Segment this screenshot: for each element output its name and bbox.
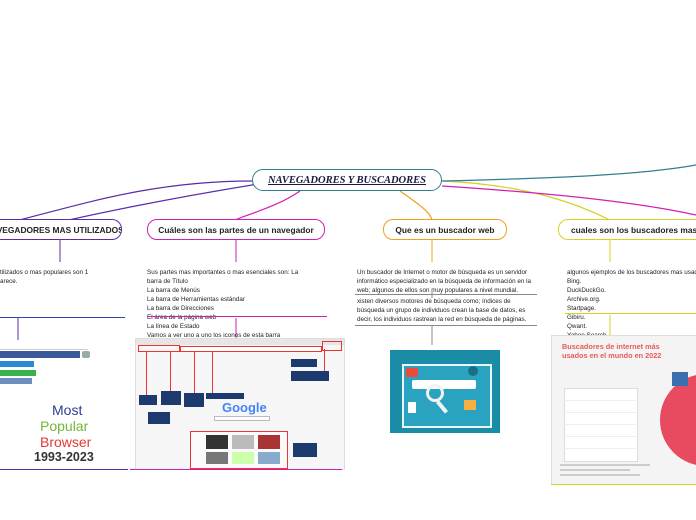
callout-5 — [291, 359, 317, 367]
topic-browser-parts[interactable]: Cuáles son las partes de un navegador — [147, 219, 325, 240]
search-engine-illustration — [390, 350, 500, 433]
chart-image-footnote-2 — [560, 469, 630, 471]
chart-image-row-5 — [564, 448, 636, 449]
topic3-underline-2 — [355, 325, 537, 327]
callout-6 — [291, 371, 329, 381]
bar-firefox — [0, 378, 32, 384]
callout-8 — [293, 443, 317, 457]
topic-label: AVEGADORES MAS UTILIZADOS — [0, 224, 122, 235]
chart-image-row-4 — [564, 436, 636, 437]
callout-2 — [161, 391, 181, 405]
page-thumb-3 — [258, 435, 280, 449]
central-topic[interactable]: NAVEGADORES Y BUSCADORES — [252, 169, 442, 191]
search-engines-chart-image: Buscadores de internet más usados en el … — [551, 335, 696, 485]
topic3-underline — [355, 294, 537, 296]
browser-parts-screenshot: Google — [135, 338, 345, 470]
google-logo: Google — [222, 400, 267, 415]
chart-image-pie — [660, 374, 696, 466]
callout-leader-3 — [194, 351, 195, 393]
topic2-underline — [147, 316, 327, 318]
branch-topic3 — [399, 190, 433, 221]
callout-leader-4 — [212, 351, 213, 393]
callout-4 — [206, 393, 244, 399]
topic4-image-underline — [551, 484, 696, 486]
chart-image-pie-slice — [672, 372, 688, 386]
page-thumb-5 — [232, 452, 254, 464]
page-thumb-4 — [206, 452, 228, 464]
document-icon — [408, 402, 416, 413]
chart-image-title-2: usados en el mundo en 2022 — [562, 351, 662, 360]
topic4-underline — [565, 313, 696, 315]
bar-edge — [0, 370, 36, 376]
branch-topic1-b — [59, 183, 259, 223]
topic3-text: Un buscador de Internet o motor de búsqu… — [357, 269, 531, 294]
tab-highlight — [138, 345, 180, 352]
address-bar — [180, 346, 322, 352]
topic2-text: Sus partes mas importantes o mas esencia… — [147, 269, 299, 339]
browser-title-browser: Browser — [40, 434, 92, 450]
callout-leader-2 — [170, 351, 171, 391]
topic-most-used-search-engines[interactable]: cuales son los buscadores mas usados — [558, 219, 696, 240]
chart-track — [0, 349, 88, 350]
topic1-underline — [0, 317, 125, 319]
branch-topic4 — [441, 180, 611, 221]
window-titlebar — [136, 339, 344, 345]
chart-image-footnote-3 — [560, 474, 640, 476]
branch-right — [441, 164, 696, 182]
bar-safari — [0, 361, 34, 367]
topic-label: Cuáles son las partes de un navegador — [158, 224, 314, 235]
topic4-text: algunos ejemplos de los buscadores mas u… — [567, 269, 696, 339]
bar-value-dot — [82, 351, 90, 358]
gear-icon — [468, 366, 478, 376]
topic-label: cuales son los buscadores mas usados — [571, 224, 696, 235]
topic-most-used-browsers[interactable]: AVEGADORES MAS UTILIZADOS — [0, 219, 122, 240]
branch-topic1 — [0, 180, 253, 226]
browser-title-most: Most — [52, 402, 83, 418]
chart-image-footnote — [560, 464, 650, 466]
callout-leader-1 — [146, 351, 147, 395]
image-icon — [464, 400, 476, 410]
topic-label: Que es un buscador web — [395, 224, 495, 235]
chart-image-row-2 — [564, 412, 636, 413]
topic3-text2: xisten diversos motores de búsqueda como… — [357, 298, 527, 323]
google-search-box — [214, 416, 270, 421]
topic1-image-underline — [0, 469, 128, 471]
magnifier-icon — [426, 384, 444, 402]
topic-what-is-search-engine[interactable]: Que es un buscador web — [383, 219, 507, 240]
browser-title-years: 1993-2023 — [34, 450, 94, 464]
chart-image-title-1: Buscadores de internet más — [562, 342, 660, 351]
topic1-text: tilizados o mas populares son 1 arece. — [0, 269, 89, 285]
page-thumb-2 — [232, 435, 254, 449]
chart-image-row-3 — [564, 424, 636, 425]
topic2-image-underline — [130, 469, 342, 471]
callout-1 — [139, 395, 157, 405]
bar-chrome — [0, 351, 80, 358]
browser-title-popular: Popular — [40, 418, 89, 434]
branch-topic2 — [234, 190, 301, 221]
callout-3 — [184, 393, 204, 407]
chart-image-row-1 — [564, 400, 636, 401]
page-thumb-1 — [206, 435, 228, 449]
branch-right-b — [441, 185, 696, 216]
callout-leader-6 — [324, 349, 325, 371]
most-popular-browser-image: Most Popular Browser 1993-2023 — [0, 341, 128, 468]
video-icon — [406, 368, 418, 377]
window-controls-highlight — [322, 341, 342, 351]
page-thumb-6 — [258, 452, 280, 464]
search-bar — [412, 380, 476, 389]
callout-7 — [148, 412, 170, 424]
